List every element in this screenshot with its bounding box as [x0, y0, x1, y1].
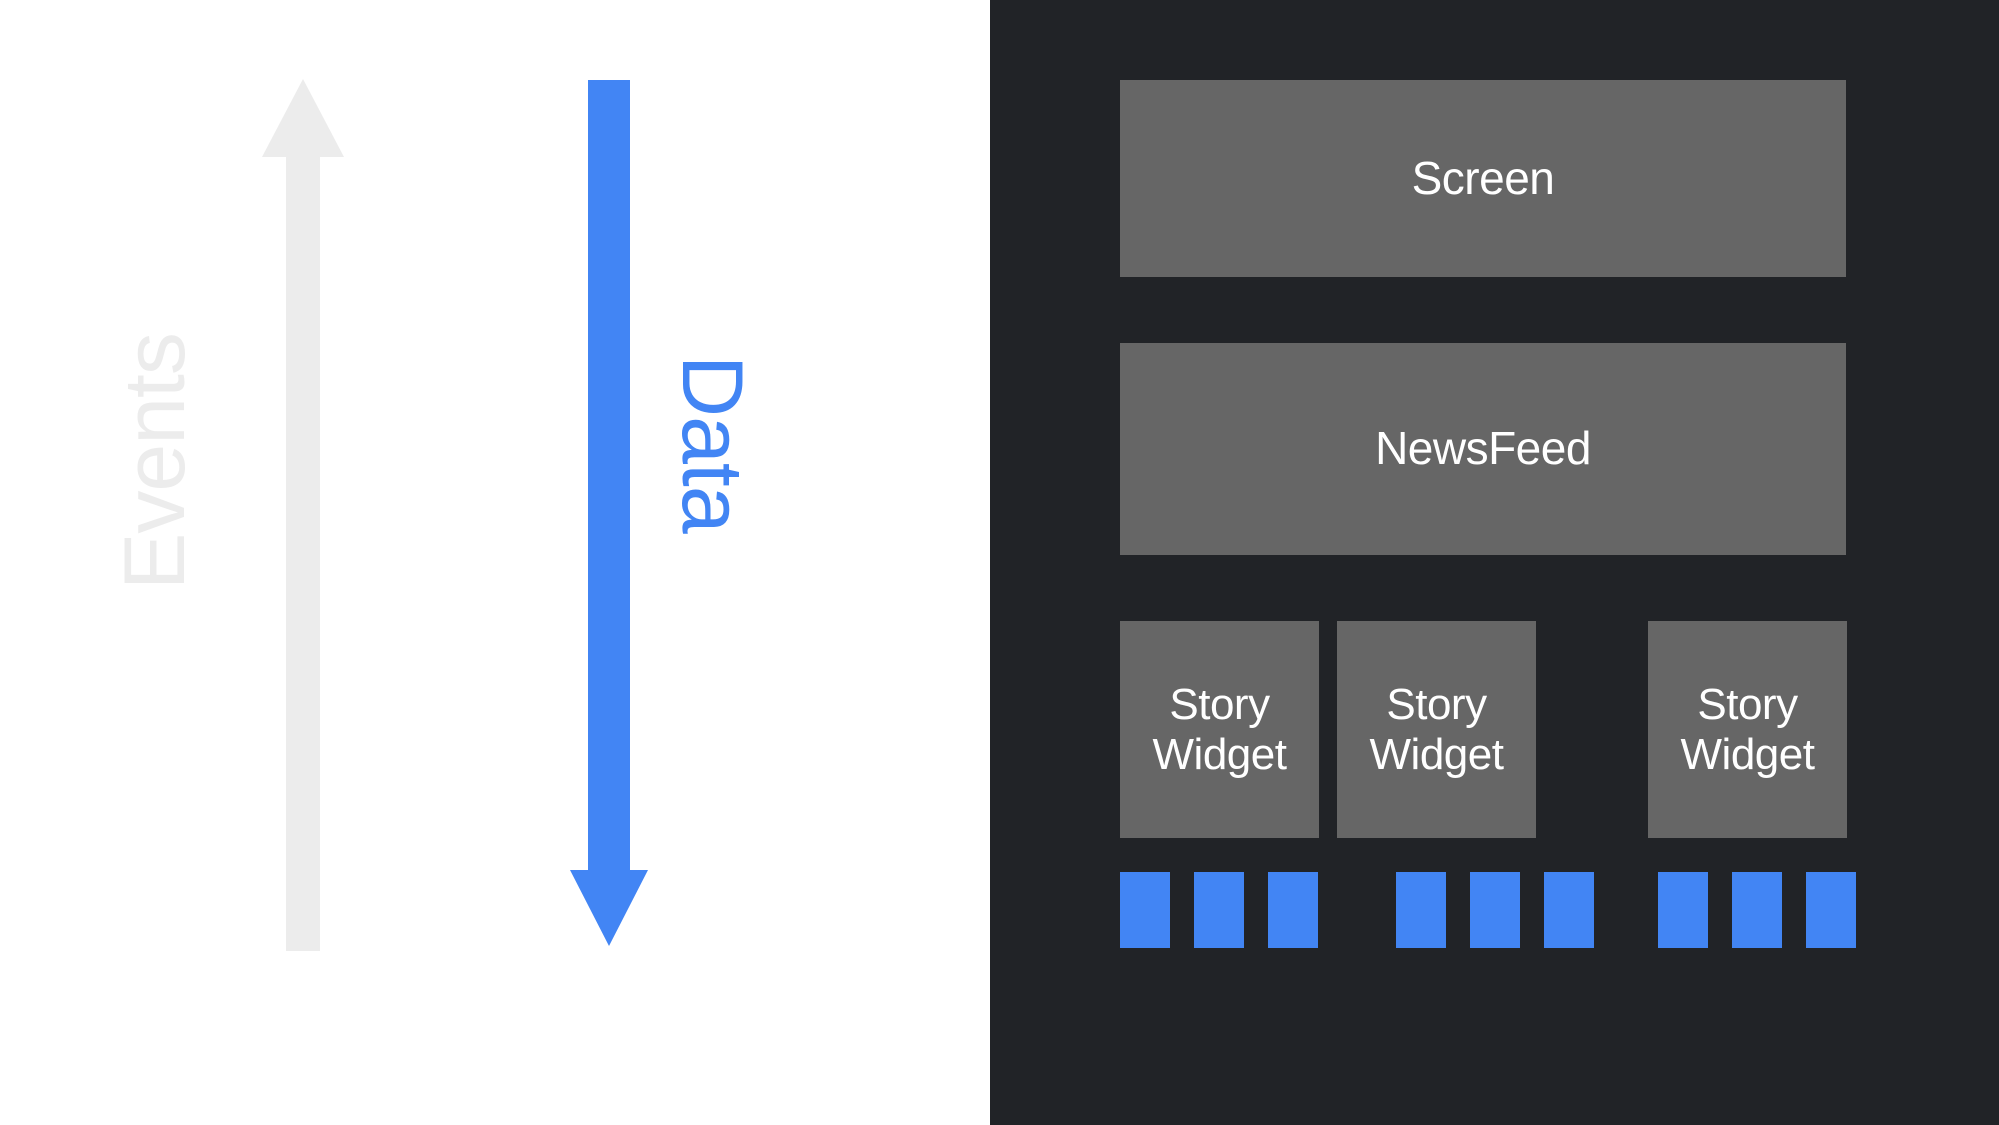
component-story-widget-0-text: Story Widget: [1153, 680, 1287, 779]
events-flow-label: Events: [107, 333, 203, 590]
arrow-up-icon: [262, 79, 344, 951]
story-widget-2-line1: Story: [1697, 680, 1798, 730]
leaf-node-2-0[interactable]: [1658, 872, 1708, 948]
story-widget-0-line2: Widget: [1152, 729, 1287, 779]
leaf-node-0-1[interactable]: [1194, 872, 1244, 948]
leaf-node-1-2[interactable]: [1544, 872, 1594, 948]
story-widget-1-line2: Widget: [1369, 729, 1504, 779]
story-widget-1-line1: Story: [1386, 680, 1487, 730]
story-widget-0-line1: Story: [1169, 680, 1270, 730]
data-flow-label: Data: [664, 355, 760, 533]
component-tree-panel: Screen NewsFeed Story Widget Story Widge…: [990, 0, 1999, 1125]
component-newsfeed[interactable]: NewsFeed: [1120, 343, 1846, 555]
component-story-widget-2-text: Story Widget: [1681, 680, 1815, 779]
arrow-down-icon: [570, 80, 648, 946]
leaf-node-0-2[interactable]: [1268, 872, 1318, 948]
story-widget-2-line2: Widget: [1680, 729, 1815, 779]
component-story-widget-2[interactable]: Story Widget: [1648, 621, 1847, 838]
component-screen[interactable]: Screen: [1120, 80, 1846, 277]
flow-legend-panel: Events Data: [0, 0, 990, 1125]
component-story-widget-1[interactable]: Story Widget: [1337, 621, 1536, 838]
leaf-node-2-1[interactable]: [1732, 872, 1782, 948]
leaf-node-1-0[interactable]: [1396, 872, 1446, 948]
component-newsfeed-label: NewsFeed: [1375, 422, 1591, 475]
component-screen-label: Screen: [1411, 151, 1555, 204]
leaf-node-2-2[interactable]: [1806, 872, 1856, 948]
leaf-node-0-0[interactable]: [1120, 872, 1170, 948]
component-story-widget-1-text: Story Widget: [1370, 680, 1504, 779]
leaf-node-1-1[interactable]: [1470, 872, 1520, 948]
component-story-widget-0[interactable]: Story Widget: [1120, 621, 1319, 838]
